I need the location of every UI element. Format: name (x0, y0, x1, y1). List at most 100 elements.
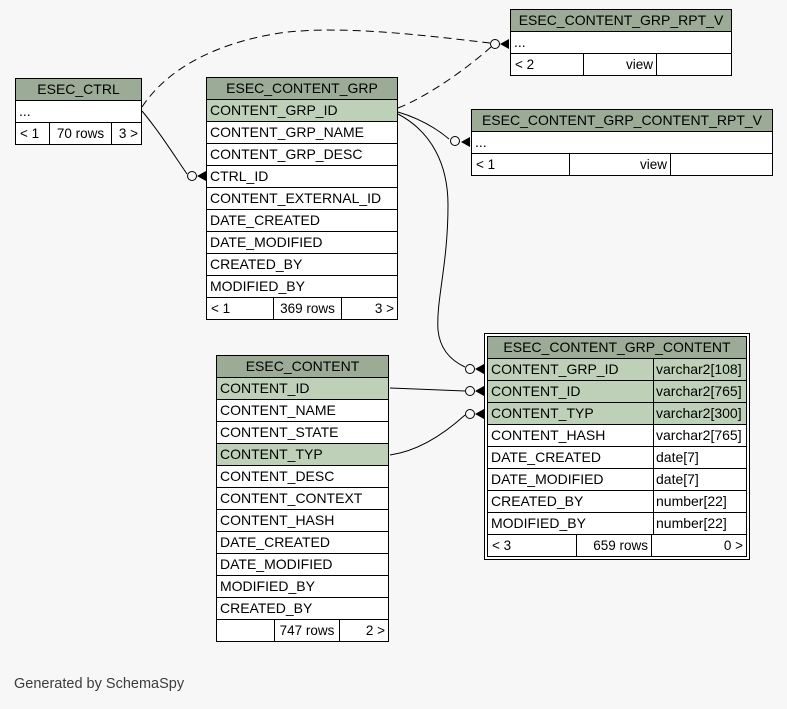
footer-cell (217, 620, 274, 641)
column-row: DATE_MODIFIED (207, 232, 397, 254)
column-type: varchar2[300] (653, 403, 746, 424)
zero-circle-icon (187, 171, 197, 181)
footer-cell: < 1 (211, 301, 231, 316)
column-row: CONTENT_GRP_DESC (207, 144, 397, 166)
column-row: CONTENT_TYP varchar2[300] (488, 403, 746, 425)
column-row: CONTENT_TYP (217, 444, 388, 466)
arrowhead-icon (475, 364, 484, 374)
column-row: ... (472, 132, 772, 154)
column-type: varchar2[765] (653, 425, 746, 446)
table-title[interactable]: ESEC_CONTENT (217, 356, 388, 378)
table-esec-content-grp[interactable]: ESEC_CONTENT_GRP CONTENT_GRP_ID CONTENT_GR… (206, 77, 398, 320)
generator-credit: Generated by SchemaSpy (14, 676, 185, 692)
footer-cell: < 1 (20, 126, 40, 141)
footer-cell: < 3 (492, 538, 512, 553)
column-name: MODIFIED_BY (491, 515, 586, 531)
column-name: DATE_MODIFIED (210, 234, 323, 250)
arrowhead-icon (500, 39, 509, 49)
column-row: CONTENT_GRP_ID (207, 100, 397, 122)
column-row: DATE_CREATED (217, 532, 388, 554)
column-name: DATE_MODIFIED (220, 556, 333, 572)
column-name: CONTENT_GRP_DESC (210, 146, 363, 162)
zero-circle-icon (465, 386, 475, 396)
footer-cell: 2 > (339, 620, 388, 641)
fk-line-grp-id-to-grp-content (397, 113, 466, 368)
column-row: CONTENT_STATE (217, 422, 388, 444)
table-title[interactable]: ESEC_CONTENT_GRP_RPT_V (511, 10, 731, 32)
footer-cell: 747 rows (274, 620, 339, 641)
column-name: CREATED_BY (210, 256, 303, 272)
column-row: MODIFIED_BY (217, 576, 388, 598)
table-title[interactable]: ESEC_CONTENT_GRP_CONTENT_RPT_V (472, 110, 772, 132)
table-esec-content[interactable]: ESEC_CONTENT CONTENT_ID CONTENT_NAME CONTEN… (216, 355, 389, 642)
fk-line-content-typ (389, 414, 466, 456)
zero-circle-icon (450, 136, 460, 146)
fk-line-ctrl-to-grp-ctrl-id (141, 110, 188, 175)
column-name: CONTENT_TYP (220, 446, 323, 462)
arrowhead-icon (475, 409, 484, 419)
footer-cell: view (583, 54, 656, 75)
column-row: CONTENT_DESC (217, 466, 388, 488)
column-name: DATE_CREATED (220, 534, 330, 550)
column-row: CONTENT_GRP_NAME (207, 122, 397, 144)
column-name: DATE_CREATED (210, 212, 320, 228)
column-name: ... (475, 134, 487, 150)
implied-line-grp-id-to-grp-rpt-v (397, 46, 492, 109)
table-title[interactable]: ESEC_CTRL (16, 79, 141, 101)
column-name: ... (514, 34, 526, 50)
column-name: CONTENT_ID (220, 380, 310, 396)
column-name: CONTENT_DESC (220, 468, 335, 484)
column-row: ... (511, 32, 731, 54)
column-row: DATE_MODIFIED (217, 554, 388, 576)
column-row: CREATED_BY number[22] (488, 491, 746, 513)
table-title[interactable]: ESEC_CONTENT_GRP (207, 78, 397, 100)
column-type: date[7] (653, 447, 746, 468)
column-name: DATE_MODIFIED (491, 471, 604, 487)
column-row: MODIFIED_BY (207, 276, 397, 298)
column-name: CONTENT_STATE (220, 424, 339, 440)
arrowhead-icon (475, 386, 484, 396)
column-name: CONTENT_GRP_ID (210, 102, 338, 118)
zero-circle-icon (465, 409, 475, 419)
footer-cell: 3 > (111, 123, 141, 144)
fk-line-content-id (389, 387, 466, 392)
column-name: ... (19, 103, 31, 119)
column-row: CONTENT_HASH (217, 510, 388, 532)
column-name: CTRL_ID (210, 168, 269, 184)
column-type: varchar2[765] (653, 381, 746, 402)
column-name: MODIFIED_BY (220, 578, 315, 594)
footer-cell: < 1 (476, 157, 496, 172)
column-name: CREATED_BY (491, 493, 584, 509)
table-title[interactable]: ESEC_CONTENT_GRP_CONTENT (488, 337, 746, 359)
footer-cell: 369 rows (273, 298, 341, 319)
column-row: CONTENT_ID (217, 378, 388, 400)
column-name: CONTENT_HASH (491, 427, 606, 443)
column-type: varchar2[108] (653, 359, 746, 380)
fk-line-grp-id-to-content-rpt-v (397, 111, 450, 140)
column-row: CONTENT_NAME (217, 400, 388, 422)
footer-cell: 70 rows (49, 123, 111, 144)
column-row: CONTENT_HASH varchar2[765] (488, 425, 746, 447)
column-row: CONTENT_CONTEXT (217, 488, 388, 510)
column-row: DATE_CREATED (207, 210, 397, 232)
footer-cell (670, 154, 772, 175)
column-name: CONTENT_EXTERNAL_ID (210, 190, 382, 206)
column-type: number[22] (653, 491, 746, 512)
column-name: CONTENT_TYP (491, 405, 594, 421)
column-name: CONTENT_GRP_NAME (210, 124, 365, 140)
